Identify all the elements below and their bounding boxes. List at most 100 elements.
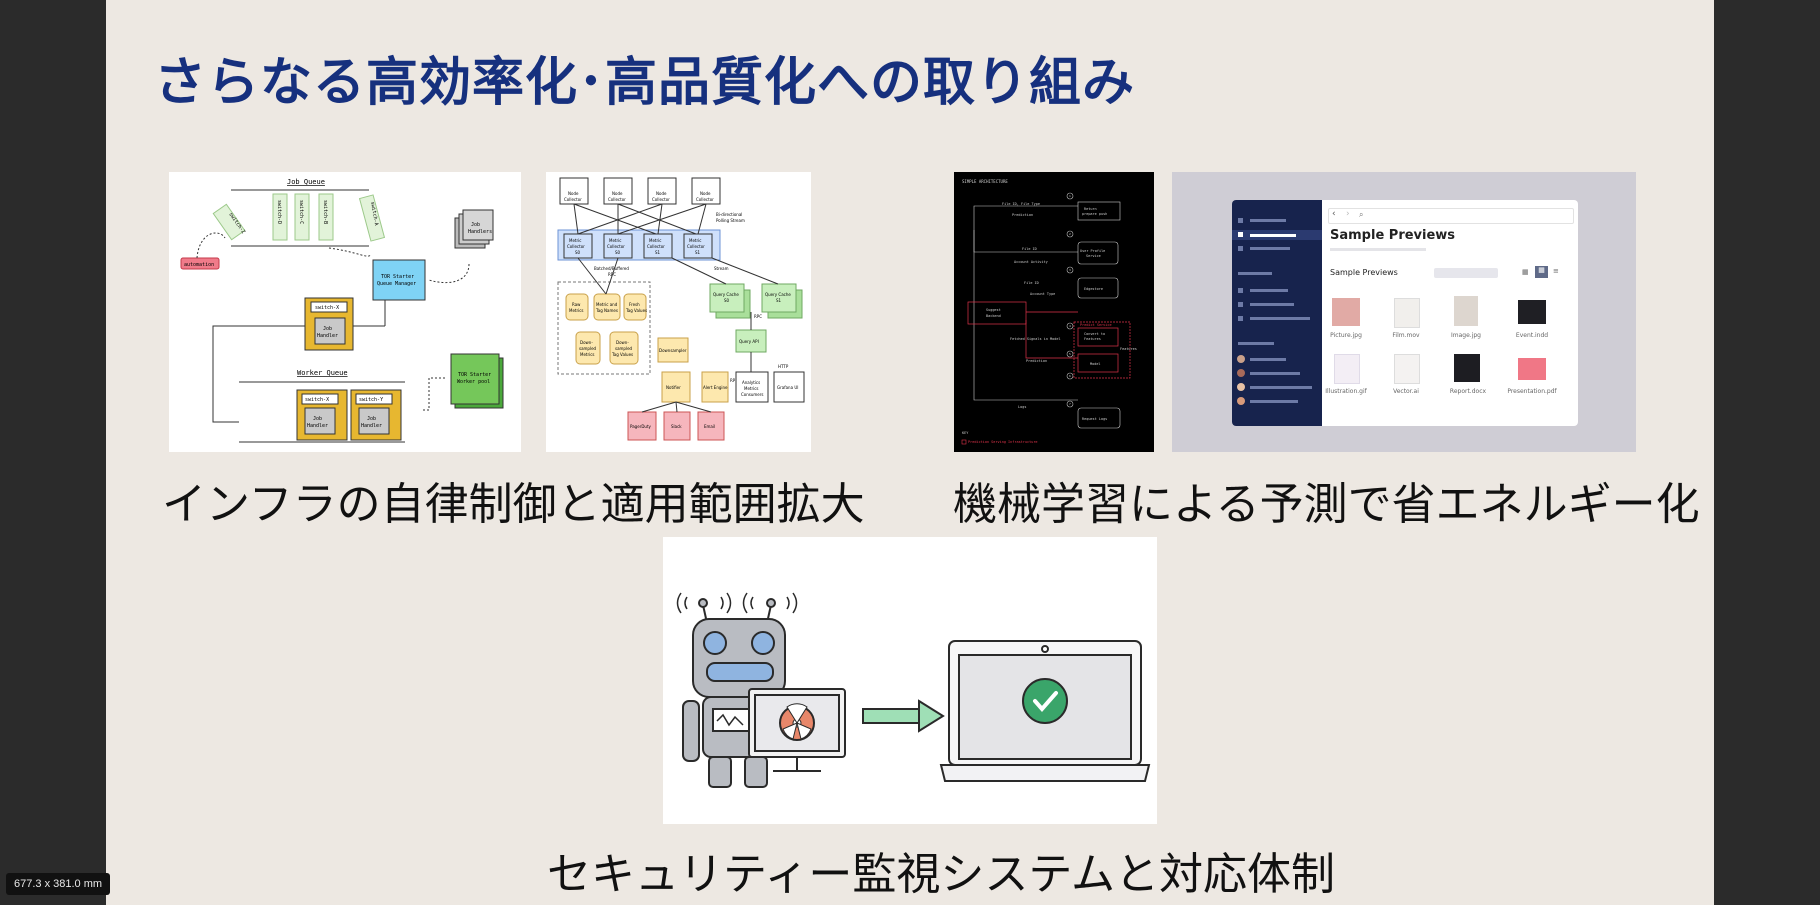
svg-text:S0: S0 xyxy=(724,298,730,303)
ml-architecture-diagram: SIMPLE ARCHITECTURE 1 2 3 4 5 6 7 xyxy=(954,172,1154,452)
svg-text:Down-: Down- xyxy=(616,340,629,345)
grid-large-icon: ▦ xyxy=(1535,266,1548,278)
node-collectors: Node Node Node Node Collector Collector … xyxy=(559,177,721,205)
svg-text:Node: Node xyxy=(700,191,711,196)
svg-text:Metric: Metric xyxy=(689,238,701,243)
svg-text:Consumers: Consumers xyxy=(741,392,763,397)
file-name: Illustration.gif xyxy=(1325,388,1367,395)
forward-icon: › xyxy=(1346,209,1350,219)
file-thumb xyxy=(1454,354,1480,382)
notify-target xyxy=(627,411,657,441)
file-thumb xyxy=(1518,300,1546,324)
mock-window: ‹ › ⌕ Sample Previews Sample Previews ▦ … xyxy=(1232,200,1578,426)
svg-text:Tag Names: Tag Names xyxy=(595,308,618,313)
service xyxy=(735,371,769,403)
svg-text:S1: S1 xyxy=(776,298,782,303)
svg-text:sampled: sampled xyxy=(615,346,633,351)
svg-text:Analytics: Analytics xyxy=(742,380,760,385)
svg-text:Handler: Handler xyxy=(317,333,338,339)
svg-text:Backend: Backend xyxy=(986,314,1001,318)
svg-text:Convert to: Convert to xyxy=(1084,332,1105,336)
svg-text:prepare push: prepare push xyxy=(1082,212,1107,216)
svg-text:1: 1 xyxy=(1069,194,1071,198)
store xyxy=(609,331,639,365)
file-thumb xyxy=(1454,296,1478,326)
list-icon: ≡ xyxy=(1553,267,1559,275)
service xyxy=(701,371,729,403)
svg-text:S1: S1 xyxy=(655,250,661,255)
downsampler xyxy=(657,337,689,363)
svg-text:Query Cache: Query Cache xyxy=(765,292,791,297)
svg-text:Downsampler: Downsampler xyxy=(659,348,687,353)
svg-text:7: 7 xyxy=(1069,402,1071,406)
laptop-icon xyxy=(939,640,1151,782)
svg-text:Collector: Collector xyxy=(687,244,705,249)
svg-text:S0: S0 xyxy=(615,250,621,255)
svg-text:Node: Node xyxy=(612,191,623,196)
file-name: Presentation.pdf xyxy=(1507,388,1557,395)
service xyxy=(773,371,805,403)
svg-text:Service: Service xyxy=(1086,254,1101,258)
svg-text:Notifier: Notifier xyxy=(666,385,681,390)
svg-text:Metrics: Metrics xyxy=(744,386,759,391)
svg-text:KEY: KEY xyxy=(962,431,969,435)
svg-text:sampled: sampled xyxy=(579,346,597,351)
file-name: Film.mov xyxy=(1392,332,1420,339)
svg-text:4: 4 xyxy=(1069,324,1071,328)
svg-text:Features: Features xyxy=(1084,337,1101,341)
file-name: Event.indd xyxy=(1515,332,1549,339)
right-frame xyxy=(1714,0,1820,905)
service xyxy=(661,371,691,403)
svg-text:Fetched Signals in Model: Fetched Signals in Model xyxy=(1010,337,1061,341)
queue-item: switch-B xyxy=(322,200,328,224)
svg-text:Job: Job xyxy=(313,416,322,422)
svg-text:Metric and: Metric and xyxy=(596,302,618,307)
file-thumb xyxy=(1332,298,1360,326)
check-icon xyxy=(1022,678,1068,724)
svg-text:Edgestore: Edgestore xyxy=(1084,287,1103,291)
file-name: Report.docx xyxy=(1449,388,1487,395)
back-icon: ‹ xyxy=(1332,209,1336,219)
svg-text:Slack: Slack xyxy=(671,424,682,429)
svg-text:Raw: Raw xyxy=(572,302,581,307)
svg-text:Handlers: Handlers xyxy=(468,229,492,235)
file-name: Image.jpg xyxy=(1451,332,1481,339)
monitor-icon xyxy=(748,688,846,772)
svg-text:User Profile: User Profile xyxy=(1080,249,1105,253)
svg-text:File ID: File ID xyxy=(1022,247,1037,251)
svg-text:TOR Starter: TOR Starter xyxy=(458,372,491,378)
svg-text:Grafana UI: Grafana UI xyxy=(777,385,798,390)
svg-text:Job: Job xyxy=(323,326,332,332)
svg-text:S0: S0 xyxy=(575,250,581,255)
svg-text:Polling Stream: Polling Stream xyxy=(716,218,745,223)
file-name: Picture.jpg xyxy=(1330,332,1362,339)
svg-text:Down-: Down- xyxy=(580,340,593,345)
metric-collector xyxy=(643,233,673,259)
left-frame xyxy=(0,0,106,905)
svg-text:Batched/Buffered: Batched/Buffered xyxy=(594,266,629,271)
svg-text:RPC: RPC xyxy=(730,378,738,383)
store xyxy=(565,293,589,321)
svg-text:Tag Values: Tag Values xyxy=(611,352,633,357)
svg-text:Query API: Query API xyxy=(739,339,759,344)
svg-text:PagerDuty: PagerDuty xyxy=(630,424,652,429)
svg-text:Account Activity: Account Activity xyxy=(1014,260,1048,264)
robot-icon xyxy=(676,592,798,788)
store xyxy=(623,293,647,321)
svg-text:switch-Y: switch-Y xyxy=(359,397,383,403)
metrics-architecture-diagram: Node Node Node Node Collector Collector … xyxy=(546,172,811,452)
dimensions-status: 677.3 x 381.0 mm xyxy=(6,873,111,895)
file-thumb xyxy=(1518,358,1546,380)
queue-item: switch-C xyxy=(298,200,304,224)
mock-sidebar xyxy=(1232,200,1322,426)
queue-item: switch-D xyxy=(276,200,282,224)
svg-text:Node: Node xyxy=(656,191,667,196)
file-thumb xyxy=(1394,298,1420,328)
svg-text:Features: Features xyxy=(1120,347,1137,351)
job-queue-label: Job Queue xyxy=(287,178,325,186)
worker-pool xyxy=(450,353,500,405)
search-icon: ⌕ xyxy=(1359,210,1364,219)
job-handlers xyxy=(462,209,494,241)
svg-text:Metrics: Metrics xyxy=(580,352,595,357)
svg-text:Prediction Serving Infrastruct: Prediction Serving Infrastructure xyxy=(968,440,1038,444)
